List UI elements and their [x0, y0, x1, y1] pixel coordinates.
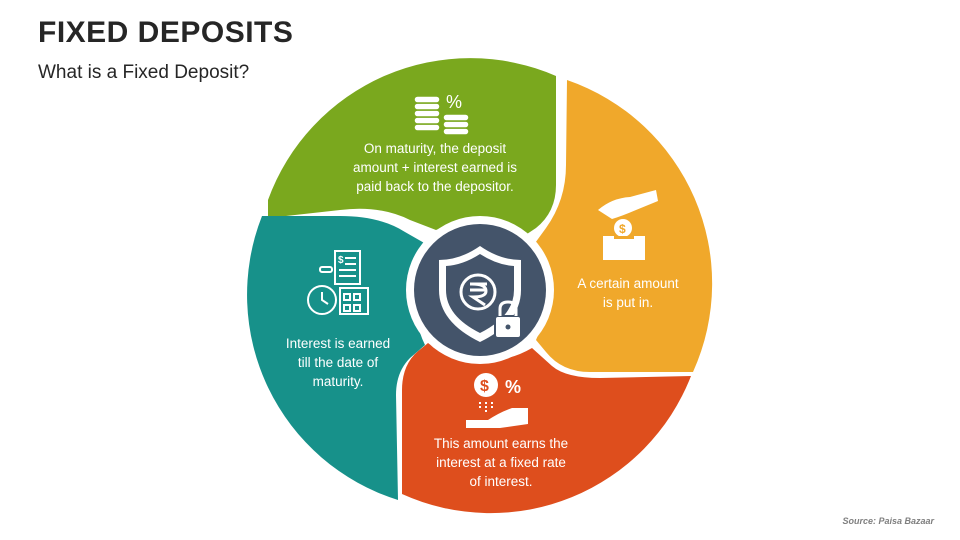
svg-text:%: %	[446, 92, 462, 112]
rupee-shield-lock-icon	[439, 246, 522, 342]
segment-green-text: On maturity, the deposit amount + intere…	[353, 141, 517, 194]
hand-coin-box-icon: $	[598, 190, 658, 260]
svg-text:$: $	[480, 378, 489, 395]
svg-text:$: $	[619, 222, 626, 236]
svg-text:%: %	[505, 377, 521, 397]
segment-green	[268, 58, 556, 236]
segment-red-text: This amount earns the interest at a fixe…	[433, 436, 569, 489]
page-title: FIXED DEPOSITS	[38, 16, 294, 49]
segment-teal	[247, 216, 433, 500]
clock-calendar-receipt-icon: $	[307, 250, 369, 315]
segment-orange-text: A certain amount is put in.	[577, 276, 679, 310]
segment-teal-text: Interest is earned till the date of matu…	[285, 336, 391, 389]
source-note: Source: Paisa Bazaar	[842, 516, 934, 526]
svg-text:$: $	[338, 255, 344, 266]
page-subtitle: What is a Fixed Deposit?	[38, 62, 250, 83]
coins-percent-icon: %	[413, 92, 470, 136]
hand-dollar-percent-icon: $ %	[466, 373, 528, 428]
